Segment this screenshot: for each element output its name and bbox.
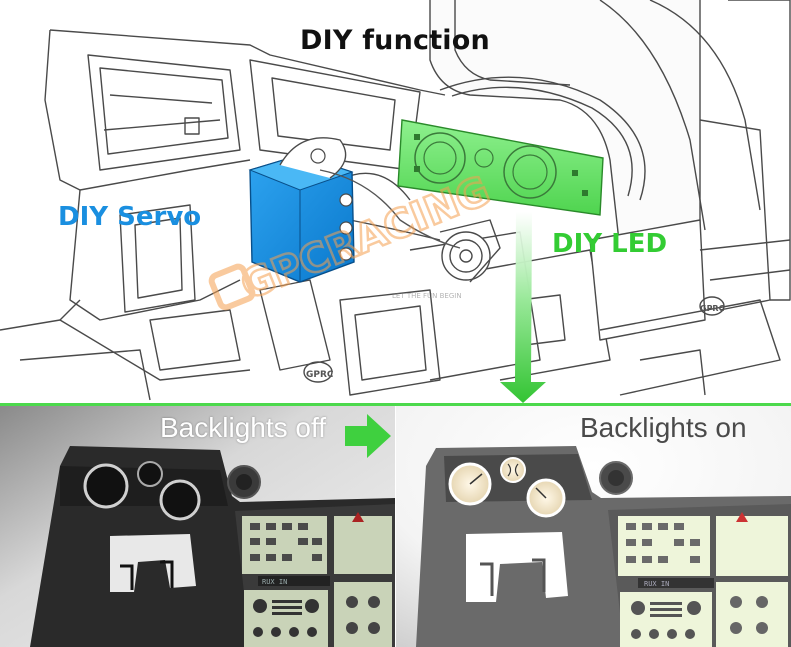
right-arrow-icon [345, 414, 391, 458]
down-arrow-icon [500, 212, 546, 403]
photo-backlights-off: RUX IN Backlights off [0, 406, 395, 647]
gauge-icon [448, 457, 566, 518]
servo-label: DIY Servo [58, 202, 202, 232]
radio-label: RUX IN [262, 578, 287, 586]
servo-motor-icon [248, 137, 461, 283]
gprc-stamp: GPRC [700, 304, 725, 313]
section-divider [0, 403, 791, 406]
chassis-outline [0, 0, 791, 401]
diy-function-diagram: GPRC GPRC [0, 0, 791, 403]
page-title: DIY function [300, 25, 490, 56]
gprc-stamp: GPRC [306, 370, 334, 380]
air-vent-icon [227, 465, 261, 499]
gauge-icon [83, 461, 201, 521]
caption-backlights-off: Backlights off [160, 412, 327, 443]
watermark-tagline: LET THE FUN BEGIN [392, 292, 462, 300]
led-label: DIY LED [552, 229, 668, 259]
photo-backlights-on: RUX IN Backlights on [396, 406, 791, 647]
radio-label: RUX IN [644, 580, 669, 588]
led-board-icon [397, 119, 604, 216]
air-vent-icon [599, 461, 633, 495]
dashboard-dark-photo: RUX IN [0, 406, 395, 647]
dashboard-line-art: GPRC GPRC [0, 0, 791, 403]
dashboard-lit-photo: RUX IN [396, 406, 791, 647]
caption-backlights-on: Backlights on [580, 412, 747, 443]
